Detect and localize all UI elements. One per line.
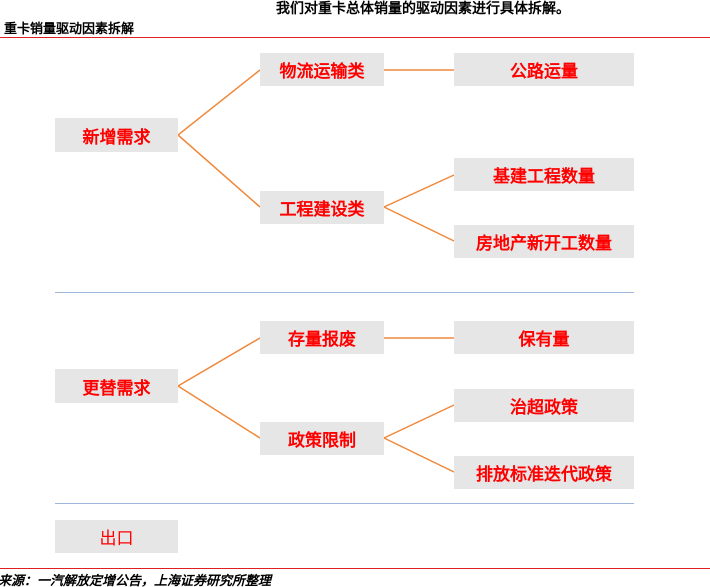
connector	[177, 385, 261, 439]
top-rule	[0, 37, 710, 38]
bottom-rule	[0, 568, 710, 569]
node-real-estate: 房地产新开工数量	[454, 225, 634, 258]
node-fleet-size: 保有量	[454, 321, 634, 354]
connector	[177, 69, 261, 136]
figure-title: 重卡销量驱动因素拆解	[4, 22, 135, 37]
connector	[177, 337, 261, 387]
node-construction: 工程建设类	[260, 191, 384, 224]
intro-text: 我们对重卡总体销量的驱动因素进行具体拆解。	[276, 1, 570, 17]
node-export: 出口	[55, 520, 178, 553]
connector	[383, 437, 455, 473]
connector	[383, 206, 455, 242]
node-logistics: 物流运输类	[260, 53, 384, 86]
divider	[55, 503, 634, 504]
connector	[383, 404, 455, 439]
source-note: 来源：一汽解放定增公告，上海证券研究所整理	[0, 574, 272, 587]
node-policy: 政策限制	[260, 422, 384, 455]
node-emission-policy: 排放标准迭代政策	[454, 456, 634, 489]
divider	[55, 292, 634, 293]
connector	[177, 134, 261, 208]
connector	[383, 174, 455, 208]
node-scrappage: 存量报废	[260, 321, 384, 354]
node-replacement-demand: 更替需求	[55, 369, 178, 403]
node-road-freight: 公路运量	[454, 53, 634, 86]
node-overload-policy: 治超政策	[454, 389, 634, 422]
node-new-demand: 新增需求	[55, 118, 178, 152]
node-infrastructure: 基建工程数量	[454, 158, 634, 191]
